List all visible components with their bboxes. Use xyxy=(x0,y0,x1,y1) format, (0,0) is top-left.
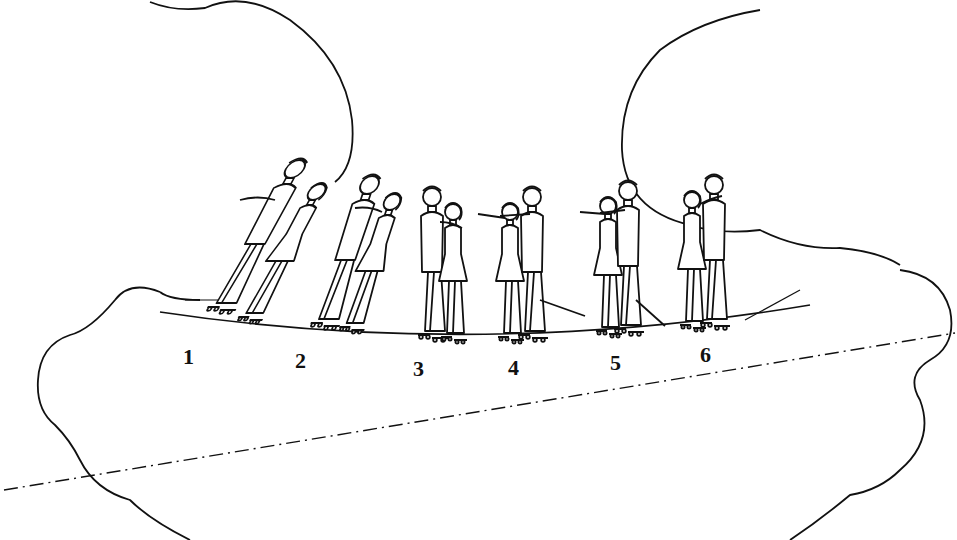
callout-number: 1 xyxy=(183,346,194,368)
callout-number: 3 xyxy=(413,358,424,380)
callout-number: 2 xyxy=(295,350,306,372)
callout-number: 4 xyxy=(508,357,519,379)
callout-number: 5 xyxy=(610,352,621,374)
callout-number: 6 xyxy=(700,344,711,366)
